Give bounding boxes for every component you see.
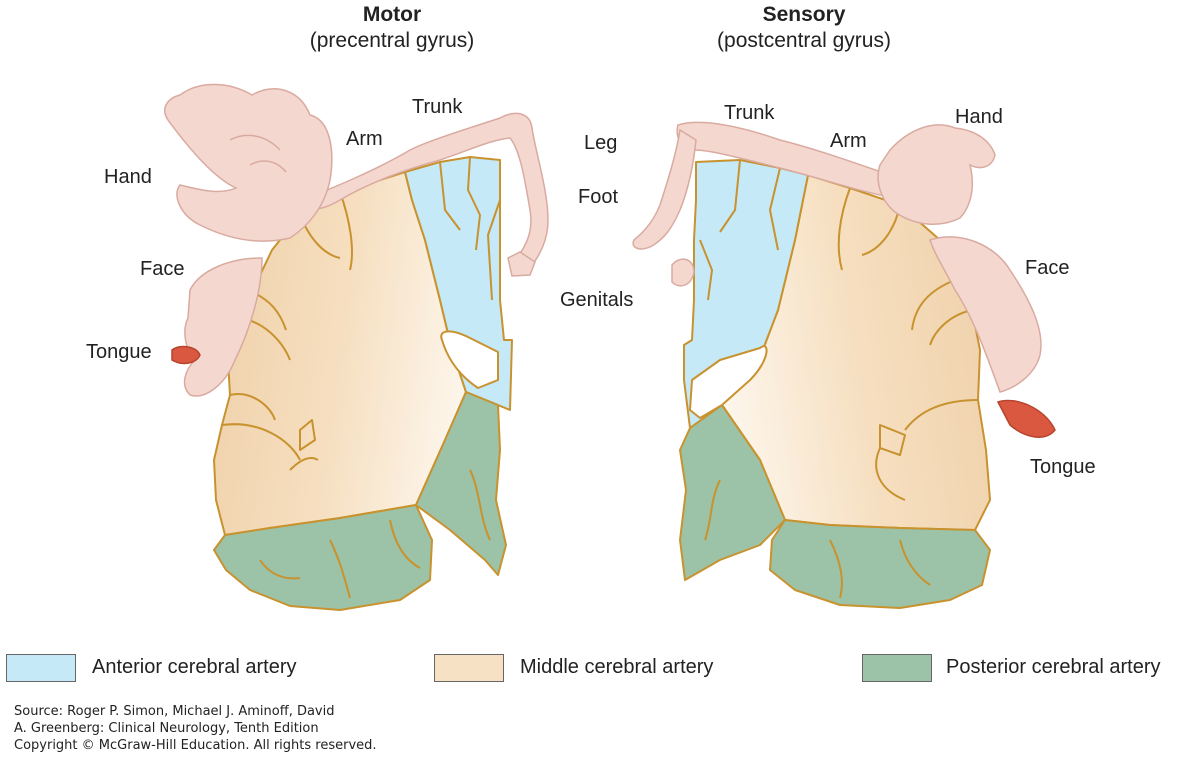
sensory-genitals-shape <box>671 258 695 287</box>
motor-face-label: Face <box>140 258 185 280</box>
sensory-hemisphere <box>679 159 991 609</box>
sensory-leg-label: Leg <box>584 132 618 154</box>
motor-ventricle <box>440 330 499 389</box>
sensory-arm-label: Arm <box>830 130 867 152</box>
legend-swatch-pca <box>862 654 932 682</box>
motor-homunculus <box>164 83 549 397</box>
sensory-tongue-shape <box>996 399 1056 438</box>
motor-foot-shape <box>507 251 536 277</box>
motor-title-block: Motor (precentral gyrus) <box>242 2 542 54</box>
homunculus-diagram <box>164 83 1056 611</box>
legend-label-mca: Middle cerebral artery <box>520 656 714 678</box>
motor-hand-shape <box>164 83 333 242</box>
sensory-face-label: Face <box>1025 257 1070 279</box>
legend-label-pca: Posterior cerebral artery <box>946 656 1161 678</box>
sensory-hand-shape <box>877 124 996 225</box>
sensory-genitals-label: Genitals <box>560 289 634 311</box>
motor-pca-region <box>415 391 507 576</box>
legend-swatch-mca <box>434 654 504 682</box>
motor-title: Motor <box>362 3 422 26</box>
sensory-trunk-label: Trunk <box>724 102 775 124</box>
sensory-homunculus <box>632 121 1056 438</box>
legend-label-aca: Anterior cerebral artery <box>92 656 297 678</box>
motor-trunk-label: Trunk <box>412 96 463 118</box>
legend-swatch-aca <box>6 654 76 682</box>
source-citation: Source: Roger P. Simon, Michael J. Amino… <box>14 703 377 754</box>
sensory-hand-label: Hand <box>955 106 1003 128</box>
sensory-pca-inferior-region <box>769 519 991 609</box>
motor-pca-inferior-region <box>213 504 433 611</box>
source-line-1: Source: Roger P. Simon, Michael J. Amino… <box>14 704 335 719</box>
motor-arm-label: Arm <box>346 128 383 150</box>
motor-tongue-shape <box>171 345 201 365</box>
sensory-ventricle <box>689 345 768 419</box>
motor-sulci <box>221 156 501 599</box>
legend: Anterior cerebral artery Middle cerebral… <box>0 648 1200 684</box>
motor-hand-label: Hand <box>104 166 152 188</box>
sensory-title-block: Sensory (postcentral gyrus) <box>654 2 954 54</box>
sensory-title: Sensory <box>762 3 846 26</box>
sensory-foot-label: Foot <box>578 186 619 208</box>
motor-hemisphere <box>213 156 513 611</box>
motor-subtitle: (precentral gyrus) <box>309 29 475 52</box>
sensory-tongue-label: Tongue <box>1030 456 1096 478</box>
sensory-face-shape <box>929 236 1042 393</box>
sensory-leg-shape <box>632 128 697 250</box>
motor-tongue-label: Tongue <box>86 341 152 363</box>
sensory-subtitle: (postcentral gyrus) <box>717 29 891 52</box>
source-line-3: Copyright © McGraw-Hill Education. All r… <box>14 738 377 753</box>
source-line-2: A. Greenberg: Clinical Neurology, Tenth … <box>14 721 319 736</box>
